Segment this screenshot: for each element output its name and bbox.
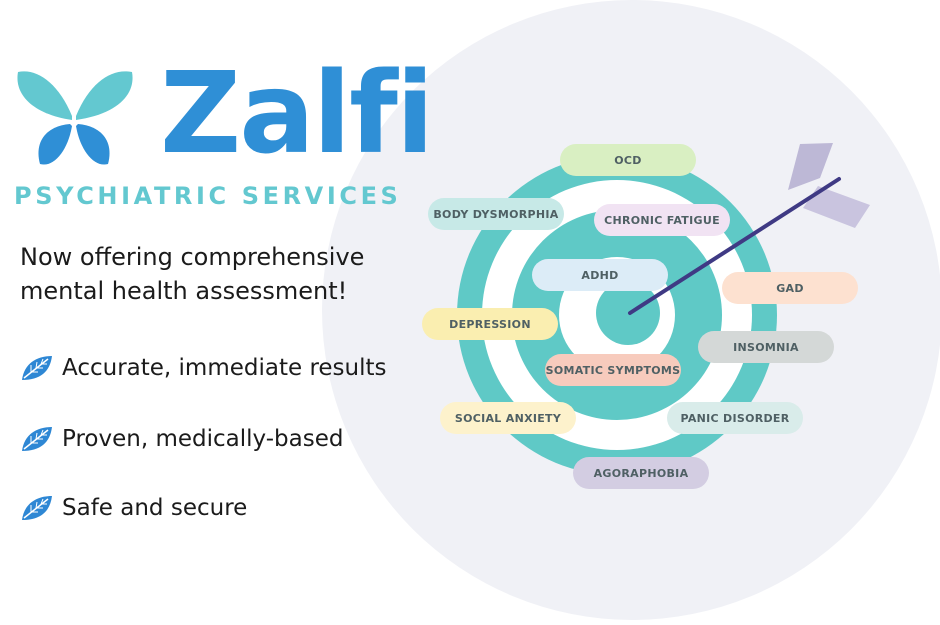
condition-pill: ADHD [532,259,668,291]
condition-pill: AGORAPHOBIA [573,457,709,489]
condition-pill: PANIC DISORDER [667,402,803,434]
condition-pill: SOCIAL ANXIETY [440,402,576,434]
logo: Zalfi PSYCHIATRIC SERVICES [10,58,434,220]
feature-item: Proven, medically-based [20,423,343,455]
headline: Now offering comprehensive mental health… [20,243,365,305]
arrow-fletching [788,143,833,190]
arrow-fletching [803,186,870,228]
leaf-icon [22,356,52,380]
condition-pill: BODY DYSMORPHIA [428,198,564,230]
condition-pill: GAD [722,272,858,304]
feature-text: Proven, medically-based [62,426,344,452]
arrow-icon [628,143,870,315]
leaf-icon [22,496,52,520]
brand-name: Zalfi [160,49,434,179]
feature-item: Accurate, immediate results [20,352,387,384]
feature-item: Safe and secure [20,492,247,524]
arrow-shaft [628,177,841,315]
feature-text: Accurate, immediate results [62,355,387,381]
butterfly-logo-icon [17,71,133,165]
feature-text: Safe and secure [62,495,248,521]
leaf-icon [22,427,52,451]
brand-tagline: PSYCHIATRIC SERVICES [14,182,402,210]
condition-pill: INSOMNIA [698,331,834,363]
condition-pill: DEPRESSION [422,308,558,340]
condition-pill: SOMATIC SYMPTOMS [545,354,681,386]
condition-pill: OCD [560,144,696,176]
condition-pill: CHRONIC FATIGUE [594,204,730,236]
